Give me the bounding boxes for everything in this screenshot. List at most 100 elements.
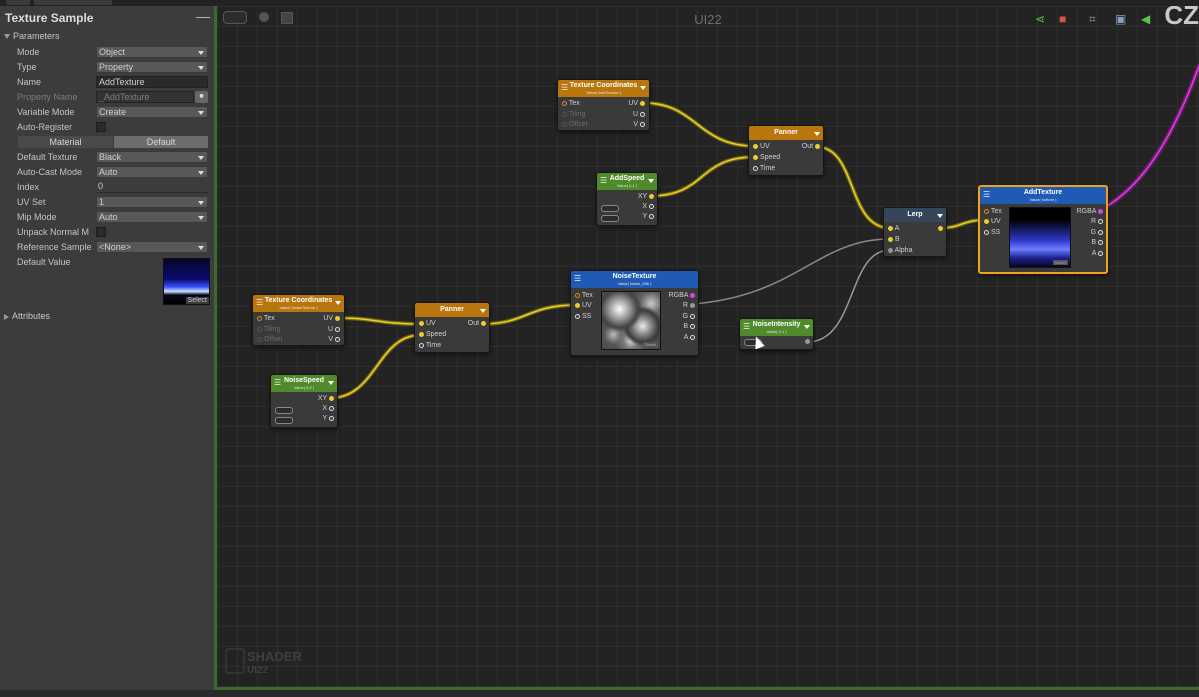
node-lerp[interactable]: Lerp A B Alpha [883,207,947,257]
lock-icon[interactable]: ■ [195,91,208,103]
input-port-uv[interactable]: UV [575,302,592,309]
menu-icon[interactable]: ☰ [743,322,751,331]
input-port-speed[interactable]: Speed [419,331,446,338]
node-noisespeed[interactable]: ☰ NoiseSpeed Value( 0,0 ) XY X Y [270,374,338,428]
input-port-offset[interactable]: Offset [257,336,283,343]
output-port-r[interactable]: R [683,302,695,309]
uv-set-dropdown[interactable]: 1 [96,196,208,208]
output-port-g[interactable]: G [683,313,695,320]
output-port-b[interactable]: B [1091,239,1103,246]
node-header[interactable]: ☰ Texture Coordinates Value( NoiseTextur… [253,295,344,312]
chevron-down-icon[interactable] [804,325,810,329]
output-port-v[interactable]: V [328,336,340,343]
value-input[interactable] [744,339,762,346]
segment-default[interactable]: Default [114,136,208,148]
shader-graph-canvas[interactable]: UI22 ⋖ ■ ⌗ ▣ ◀ CZ ☰ Texture Coordinates … [217,6,1199,688]
node-panner-bottom[interactable]: Panner UV Speed Time Out [414,302,490,353]
circle-icon[interactable] [259,12,269,22]
select-texture-button[interactable]: Select [642,342,658,347]
input-port-tex[interactable]: Tex [984,208,1002,215]
output-port-a[interactable]: A [684,334,695,341]
output-port-xy[interactable]: XY [638,193,654,200]
output-port-r[interactable]: R [1091,218,1103,225]
node-header[interactable]: ☰ AddSpeed Value( 0,1 ) [597,173,657,190]
select-texture-button[interactable]: Select [185,297,209,304]
default-value-texture-thumbnail[interactable]: Select [163,258,210,305]
node-header[interactable]: ☰ NoiseIntensity Value( 0.1 ) [740,319,813,336]
chevron-down-icon[interactable] [814,132,820,136]
node-header[interactable]: ☰ AddTexture Value( bottom ) [980,187,1106,204]
node-texture-coordinates-bottom[interactable]: ☰ Texture Coordinates Value( NoiseTextur… [252,294,345,346]
mode-dropdown[interactable]: Object [96,46,208,58]
output-port-y[interactable]: Y [643,213,654,220]
output-port-v[interactable]: V [633,121,645,128]
y-value-input[interactable] [275,417,293,424]
chevron-down-icon[interactable] [335,301,341,305]
live-mode-toggle-icon[interactable] [223,11,247,24]
output-port-g[interactable]: G [1091,229,1103,236]
menu-icon[interactable]: ☰ [256,298,264,307]
node-addspeed[interactable]: ☰ AddSpeed Value( 0,1 ) XY X Y [596,172,658,226]
output-port-x[interactable]: X [642,203,654,210]
input-port-ss[interactable]: SS [984,229,1000,236]
select-texture-button[interactable]: Select [1052,260,1068,265]
node-header[interactable]: ☰ Texture Coordinates Value( AddTexture … [558,80,649,97]
default-texture-dropdown[interactable]: Black [96,151,208,163]
input-port-uv[interactable]: UV [419,320,436,327]
index-field[interactable]: 0 [96,181,208,193]
input-port-uv[interactable]: UV [984,218,1001,225]
input-port-tiling[interactable]: Tiling [562,111,585,118]
node-noisetexture[interactable]: ☰ NoiseTexture Value( Noise_006 ) Tex UV… [570,270,699,356]
output-port-u[interactable]: U [328,326,340,333]
menu-icon[interactable]: ☰ [574,274,582,283]
variable-mode-dropdown[interactable]: Create [96,106,208,118]
output-port-a[interactable]: A [1092,250,1103,257]
auto-cast-dropdown[interactable]: Auto [96,166,208,178]
grid-icon[interactable] [281,12,293,24]
x-value-input[interactable] [601,205,619,212]
name-field[interactable]: AddTexture [96,76,208,88]
node-header[interactable]: Panner [415,303,489,317]
output-port-xy[interactable]: XY [318,395,334,402]
output-port-y[interactable]: Y [323,415,334,422]
input-port-alpha[interactable]: Alpha [888,247,912,254]
menu-icon[interactable]: ☰ [983,190,991,199]
minimize-icon[interactable]: — [196,8,210,24]
input-port-b[interactable]: B [888,236,900,243]
output-port-uv[interactable]: UV [323,315,340,322]
chevron-down-icon[interactable] [648,179,654,183]
input-port-ss[interactable]: SS [575,313,591,320]
fit-view-icon[interactable]: ▣ [1115,12,1127,26]
output-port-out[interactable]: Out [802,143,820,150]
output-port-b[interactable]: B [683,323,695,330]
editor-tab[interactable] [34,0,112,5]
auto-register-checkbox[interactable] [96,122,106,132]
node-noiseintensity[interactable]: ☰ NoiseIntensity Value( 0.1 ) [739,318,814,350]
node-addtexture[interactable]: ☰ AddTexture Value( bottom ) Tex UV SS S… [978,185,1108,274]
node-header[interactable]: Panner [749,126,823,140]
input-port-tex[interactable]: Tex [257,315,275,322]
output-port-uv[interactable]: UV [628,100,645,107]
input-port-uv[interactable]: UV [753,143,770,150]
output-port-out[interactable]: Out [468,320,486,327]
mip-mode-dropdown[interactable]: Auto [96,211,208,223]
editor-tab[interactable] [6,0,30,5]
attributes-section-header[interactable]: Attributes [4,311,50,321]
parameters-section-header[interactable]: Parameters [4,31,60,41]
texture-preview[interactable]: Select [601,291,661,350]
input-port-time[interactable]: Time [419,342,441,349]
share-icon[interactable]: ⋖ [1035,12,1046,26]
node-header[interactable]: ☰ NoiseTexture Value( Noise_006 ) [571,271,698,288]
output-port[interactable] [938,225,943,232]
focus-icon[interactable]: ⌗ [1089,12,1096,26]
chevron-down-icon[interactable] [937,214,943,218]
input-port-time[interactable]: Time [753,165,775,172]
arrow-icon[interactable]: ◀ [1141,12,1151,26]
menu-icon[interactable]: ☰ [561,83,569,92]
menu-icon[interactable]: ☰ [274,378,282,387]
menu-icon[interactable]: ☰ [600,176,608,185]
input-port-tiling[interactable]: Tiling [257,326,280,333]
output-port-x[interactable]: X [322,405,334,412]
input-port-tex[interactable]: Tex [562,100,580,107]
input-port-tex[interactable]: Tex [575,292,593,299]
